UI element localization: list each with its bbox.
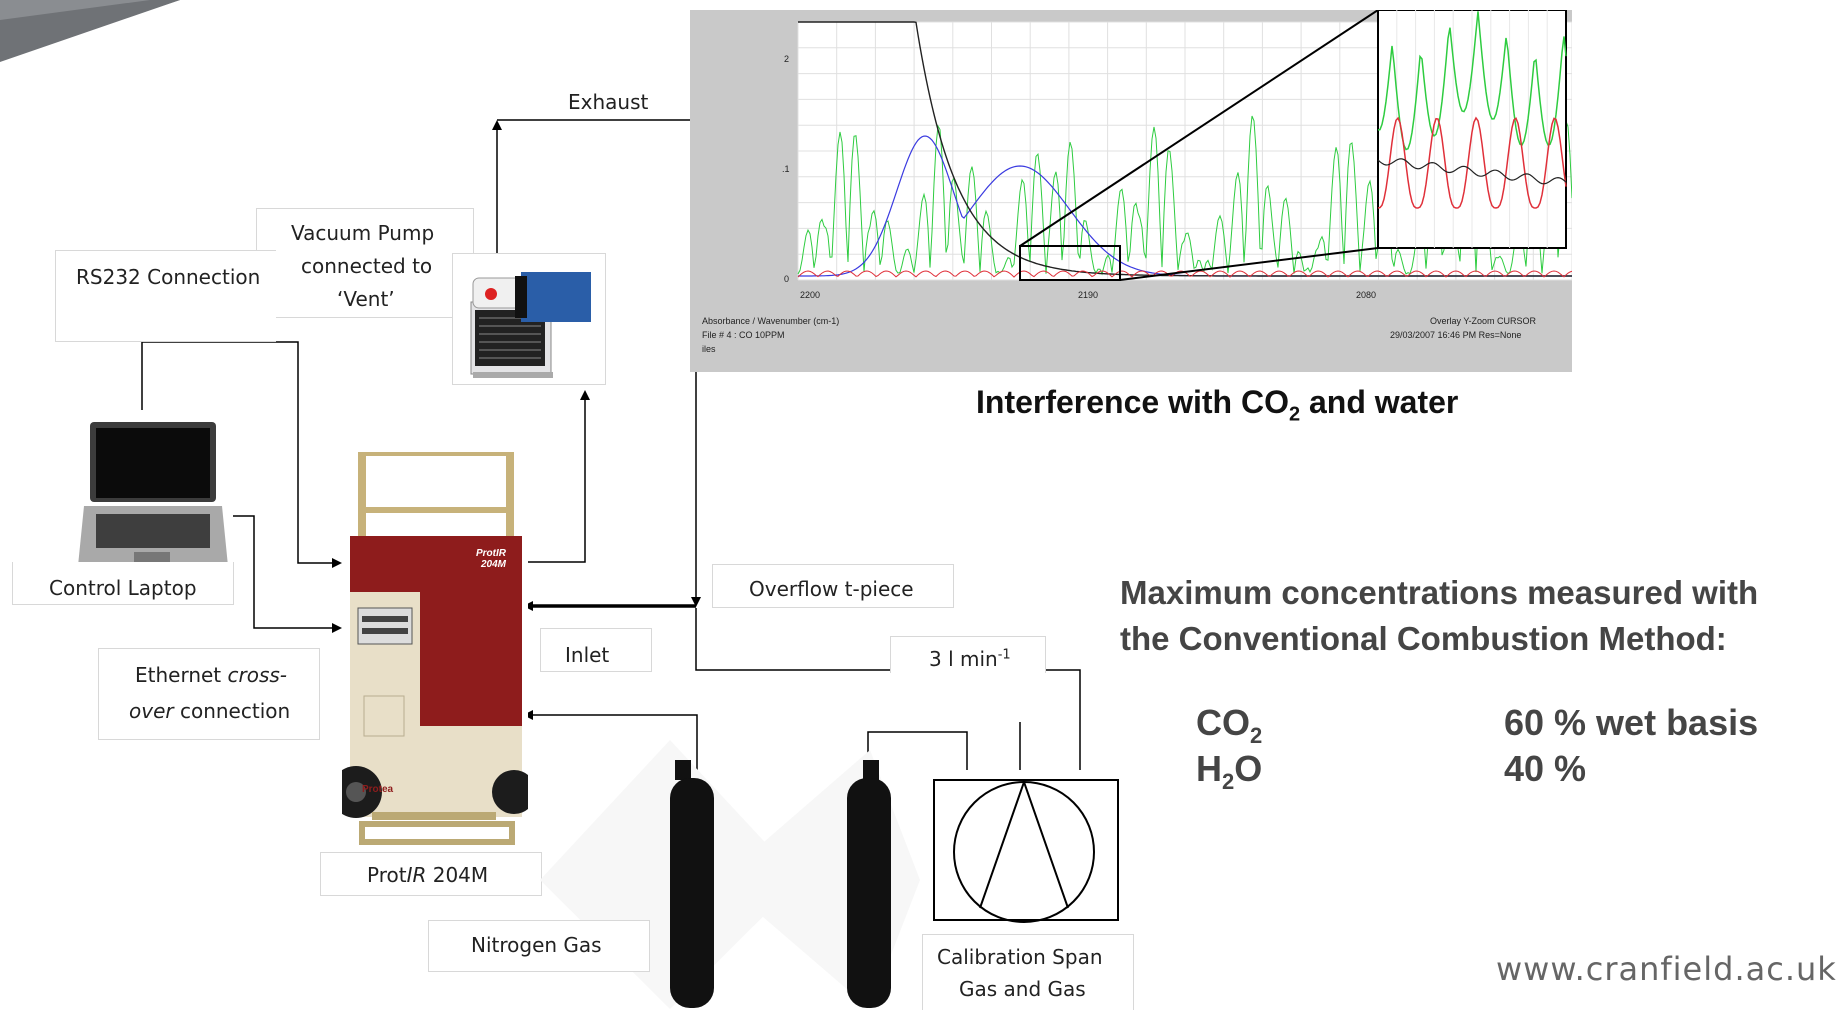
vacuum-pump-label-box: Vacuum Pump connected to ‘Vent’ — [256, 208, 474, 318]
nitrogen-label-box: Nitrogen Gas — [428, 920, 650, 972]
calibration-label-line1: Calibration Span — [937, 945, 1103, 969]
inset-black — [1377, 158, 1567, 185]
concentration-row-co2: CO2 — [1196, 702, 1262, 749]
vent-line — [521, 390, 590, 563]
inset-green — [1377, 11, 1567, 151]
nitrogen-label: Nitrogen Gas — [471, 933, 602, 957]
device-badge: ProtIR 204M — [476, 548, 506, 570]
ethernet-label-box: Ethernet cross- over connection — [98, 648, 320, 740]
flow-label: 3 l min-1 — [929, 647, 1011, 671]
calibration-cylinder — [847, 760, 891, 1008]
concentrations-heading-line1: Maximum concentrations measured with — [1120, 574, 1759, 611]
laptop-box — [78, 418, 228, 570]
ethernet-label-line2: over connection — [129, 699, 291, 723]
protir-label-box: ProtIR 204M — [320, 852, 542, 896]
zoom-line-top — [1019, 10, 1379, 247]
ethernet-text-1: Ethernet — [135, 663, 228, 687]
interference-pre: Interference with CO — [976, 384, 1289, 420]
co2-species: CO — [1196, 702, 1250, 743]
concentrations-heading: Maximum concentrations measured with the… — [1120, 570, 1758, 662]
x-tick-0: 2200 — [800, 290, 821, 300]
flow-value: 3 l min — [929, 647, 998, 671]
footer-left-3: iles — [702, 344, 716, 354]
concentrations-heading-line2: the Conventional Combustion Method: — [1120, 620, 1727, 657]
vacuum-label-line3: ‘Vent’ — [337, 287, 395, 311]
h2o-value: 40 % — [1504, 748, 1587, 789]
protir-label-pre: Prot — [367, 863, 407, 887]
corner-decoration — [0, 0, 180, 62]
ethernet-label-line1: Ethernet cross- — [135, 663, 288, 687]
ethernet-text-1-em: cross- — [227, 663, 288, 687]
vacuum-label-line1: Vacuum Pump — [291, 221, 435, 245]
nitrogen-cylinder — [670, 760, 714, 1008]
spectrum-panel: 2 .1 0 2200 2190 2080 Absorbance / Waven… — [690, 10, 1572, 372]
device-badge-line2: 204M — [480, 559, 506, 570]
inlet-label: Inlet — [565, 643, 610, 667]
interference-post: and water — [1300, 384, 1459, 420]
protir-device-icon — [330, 448, 536, 845]
cranfield-url[interactable]: www.cranfield.ac.uk — [1496, 950, 1837, 988]
calibration-label-line2: Gas and Gas — [959, 977, 1086, 1001]
laptop-icon — [78, 422, 228, 566]
footer-right-2: 29/03/2007 16:46 PM Res=None — [1390, 330, 1522, 340]
h2o-tail: O — [1234, 748, 1263, 789]
protir-label-em: IR — [406, 863, 427, 887]
ethernet-text-2: connection — [173, 699, 291, 723]
co2-sub: 2 — [1250, 723, 1263, 749]
calibration-pump-icon — [933, 778, 1119, 923]
y-tick-0: 2 — [784, 54, 790, 64]
zoom-line-bottom — [1119, 247, 1379, 281]
ethernet-line — [233, 515, 342, 633]
series-green — [797, 115, 1572, 276]
flow-label-box: 3 l min-1 — [890, 636, 1046, 673]
series-black — [798, 21, 1572, 277]
footer-left-1: Absorbance / Wavenumber (cm-1) — [702, 316, 840, 326]
zoom-source-box — [1019, 245, 1121, 281]
calibration-label-box: Calibration Span Gas and Gas — [922, 934, 1134, 1010]
device-brand: Protea — [362, 784, 394, 795]
footer-left-2: File # 4 : CO 10PPM — [702, 330, 785, 340]
h2o-species: H — [1196, 748, 1222, 789]
flow-line — [695, 608, 1081, 770]
concentration-row-h2o: H2O — [1196, 748, 1262, 795]
h2o-sub: 2 — [1222, 769, 1235, 795]
ethernet-text-2-em: over — [129, 699, 174, 723]
exhaust-label: Exhaust — [568, 90, 649, 114]
protir-label: ProtIR 204M — [367, 863, 489, 887]
y-tick-2: 0 — [784, 274, 790, 284]
calib-line — [867, 731, 968, 770]
overflow-label-box: Overflow t-piece — [712, 564, 954, 608]
flow-sup: -1 — [997, 647, 1011, 663]
rs232-label: RS232 Connection — [76, 265, 261, 289]
device-badge-line1: ProtIR — [476, 548, 506, 559]
protir-label-post: 204M — [426, 863, 489, 887]
control-laptop-label: Control Laptop — [49, 576, 197, 600]
interference-sub: 2 — [1288, 403, 1301, 426]
vacuum-label-line2: connected to — [301, 254, 433, 278]
protir-device: ProtIR 204M Protea — [330, 448, 536, 847]
rs232-label-box: RS232 Connection — [55, 250, 276, 342]
x-tick-1: 2190 — [1078, 290, 1099, 300]
rs232-line — [141, 341, 342, 568]
spectrum-chart — [797, 10, 1572, 281]
inlet-line — [523, 710, 698, 770]
interference-caption: Interference with CO2 and water — [976, 384, 1458, 426]
footer-right-1: Overlay Y-Zoom CURSOR — [1430, 316, 1537, 326]
co2-value: 60 % wet basis — [1504, 702, 1759, 743]
inlet-label-box: Inlet — [540, 628, 652, 672]
y-tick-1: .1 — [782, 164, 790, 174]
control-laptop-label-box: Control Laptop — [12, 562, 234, 605]
x-tick-2: 2080 — [1356, 290, 1377, 300]
inset-red — [1377, 116, 1567, 209]
vacuum-pump-box — [452, 253, 606, 385]
overflow-label: Overflow t-piece — [749, 577, 914, 601]
vacuum-pump-icon — [470, 272, 591, 378]
